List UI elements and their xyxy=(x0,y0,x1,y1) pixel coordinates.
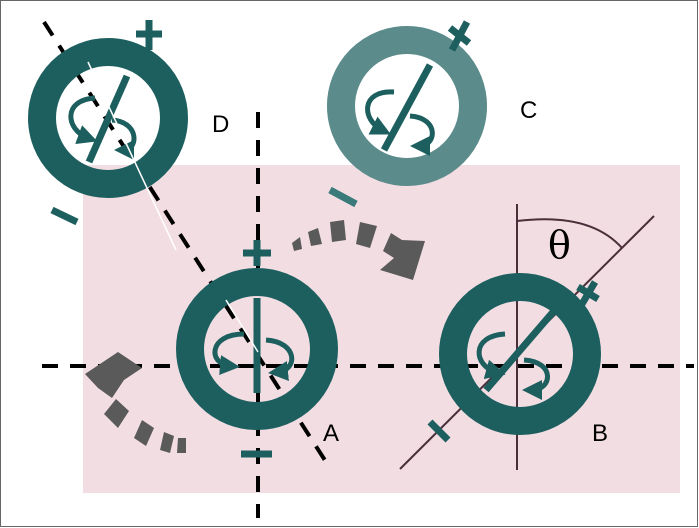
dipole-a-axis-highlight xyxy=(225,299,259,353)
dipole-d-axis-highlight xyxy=(87,61,177,251)
dipole-d-swirl-left xyxy=(68,95,98,144)
label-c: C xyxy=(520,97,537,124)
dipole-b xyxy=(427,273,601,443)
dipole-b-swirl-left xyxy=(476,331,506,380)
dipole-c-ring xyxy=(327,26,487,186)
dipole-a-plus xyxy=(243,240,271,266)
dipole-b-ring xyxy=(439,273,601,435)
dipole-a-swirl-left xyxy=(212,331,245,376)
dipole-c-minus xyxy=(328,186,358,208)
dipole-d-rod xyxy=(85,74,131,164)
label-d: D xyxy=(212,111,229,138)
dipole-d-swirl-right xyxy=(111,117,137,160)
theta-label: θ xyxy=(548,223,571,267)
dipole-d-plus xyxy=(136,20,162,50)
dipole-c-swirl-right xyxy=(409,113,435,156)
dipole-c-swirl-left xyxy=(365,89,395,135)
dipole-a-ring xyxy=(176,268,338,430)
dipole-a-swirl-right xyxy=(265,337,295,381)
dipole-b-swirl-right xyxy=(522,357,550,400)
dipole-b-plus xyxy=(576,280,600,306)
dipole-d-minus xyxy=(50,206,79,226)
dipole-c-rod xyxy=(380,63,434,152)
dipole-c xyxy=(327,20,487,208)
dipole-a xyxy=(176,240,338,458)
rotation-arrow-upper xyxy=(292,220,425,280)
dipole-c-plus xyxy=(447,20,472,52)
rotation-arrow-lower xyxy=(85,352,186,453)
dipole-d xyxy=(28,20,188,251)
label-b: B xyxy=(592,420,608,447)
angle-arc xyxy=(516,218,623,249)
dipole-b-minus xyxy=(427,419,451,443)
dipole-d-ring xyxy=(28,38,188,198)
label-a: A xyxy=(323,420,339,447)
